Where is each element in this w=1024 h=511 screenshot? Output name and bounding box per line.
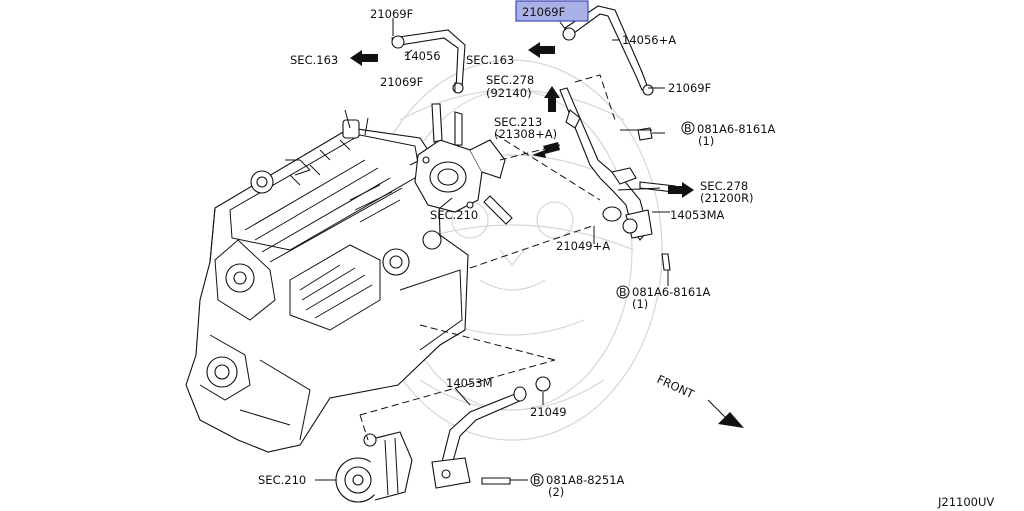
arrow-sec278-top [544,86,560,112]
bolts [481,127,671,485]
highlighted-part-box[interactable] [515,0,589,22]
label-sec210-bottom[interactable]: SEC.210 [258,473,306,487]
label-sec278-right-sub: (21200R) [700,191,754,205]
diagram-code: J21100UV [937,495,994,509]
arrow-sec213 [532,142,560,158]
arrow-sec163-mid [528,42,555,58]
label-front: FRONT [655,372,697,402]
engine-block [185,109,469,453]
label-14053m[interactable]: 14053M [446,376,493,390]
label-bolt-081a6-2[interactable]: 081A6-8161A [632,285,711,299]
label-21069f-top-left[interactable]: 21069F [370,7,413,21]
bolt-symbol-3: B [533,474,541,487]
bolt-symbol-1: B [684,122,692,135]
leader-lines [315,18,670,481]
bolt-symbols: B B B [530,121,695,487]
bolt-symbol-2: B [619,286,627,299]
label-sec213[interactable]: SEC.213 [494,115,542,129]
label-sec210-mid[interactable]: SEC.210 [430,208,478,222]
lower-water-pipe [431,376,551,489]
label-bolt-081a6-1[interactable]: 081A6-8161A [697,122,776,136]
direction-arrows [350,42,744,428]
guide-lines [359,74,616,441]
label-14056[interactable]: 14056 [404,49,441,63]
arrow-sec163-left [350,50,378,66]
label-21049[interactable]: 21049 [530,405,567,419]
label-bolt-081a6-2-qty: (1) [632,297,648,311]
arrow-sec278-right [668,182,694,198]
label-sec213-sub: (21308+A) [494,127,557,141]
front-arrowhead [718,412,744,428]
label-14056a[interactable]: 14056+A [622,33,676,47]
front-arrow-shaft [707,399,729,421]
label-sec163-left[interactable]: SEC.163 [290,53,338,67]
label-21069f-right[interactable]: 21069F [668,81,711,95]
label-bolt-081a6-1-qty: (1) [698,134,714,148]
label-21069f-highlighted[interactable]: 21069F [522,5,565,19]
label-sec278-top[interactable]: SEC.278 [486,73,534,87]
thermostat-housing [414,103,513,225]
label-21049a[interactable]: 21049+A [556,239,610,253]
callout-labels: 21069F 21069F 14056 SEC.163 SEC.163 1405… [258,5,994,509]
label-bolt-081a8[interactable]: 081A8-8251A [546,473,625,487]
water-pump [335,431,413,503]
label-sec163-mid[interactable]: SEC.163 [466,53,514,67]
label-bolt-081a8-qty: (2) [548,485,564,499]
label-sec278-right[interactable]: SEC.278 [700,179,748,193]
label-14053ma[interactable]: 14053MA [670,208,725,222]
label-sec278-top-sub: (92140) [486,86,532,100]
water-outlet-pipe [559,87,676,241]
label-21069f-mid[interactable]: 21069F [380,75,423,89]
